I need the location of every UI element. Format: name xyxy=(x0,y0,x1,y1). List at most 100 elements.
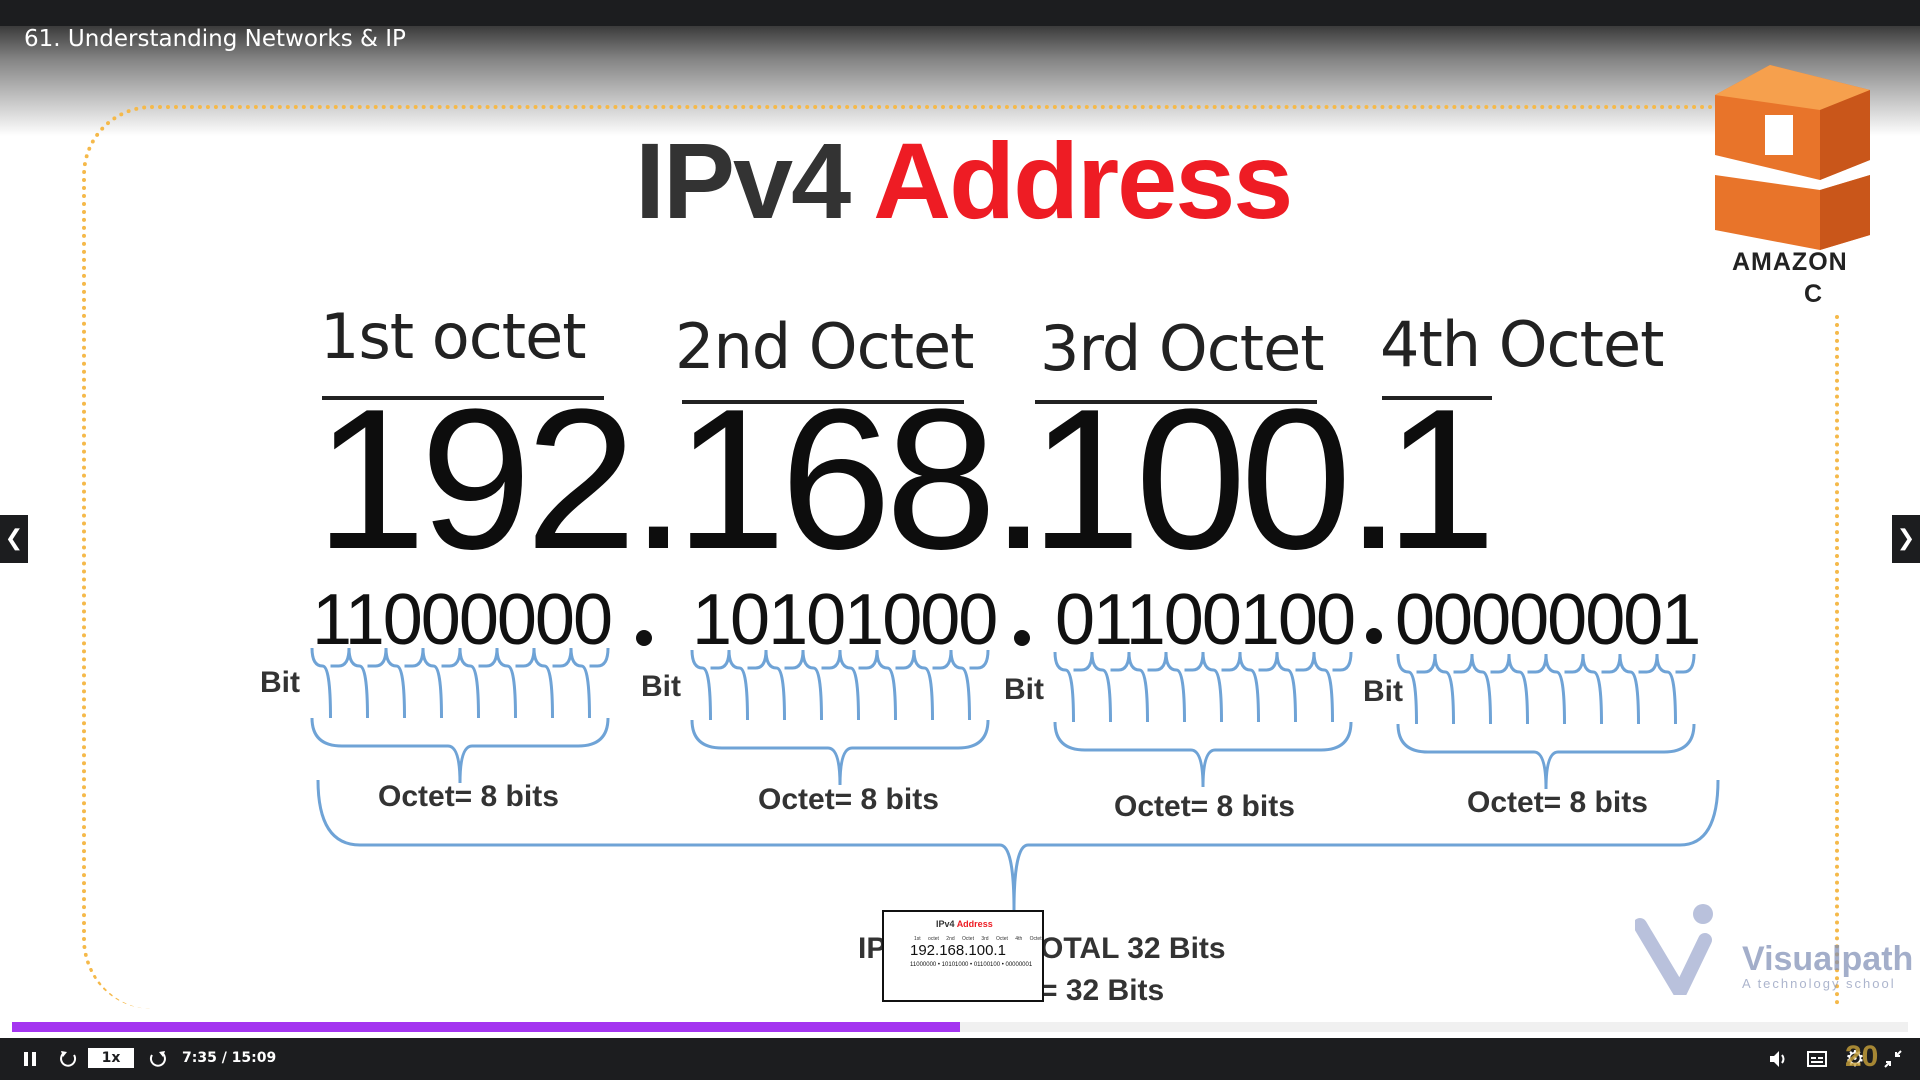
bit-brace xyxy=(532,647,573,719)
volume-button[interactable] xyxy=(1762,1038,1796,1080)
pause-button[interactable] xyxy=(14,1038,46,1080)
bit-brace xyxy=(1433,653,1474,725)
bit-brace xyxy=(1090,651,1131,723)
bit-brace xyxy=(1470,653,1511,725)
thumbnail-octets: 1st octet 2nd Octet 3rd Octet 4th Octet xyxy=(914,936,1042,942)
octet-label-2: 2nd Octet xyxy=(675,310,974,383)
bit-brace xyxy=(1396,653,1437,725)
seek-thumbnail-preview: IPv4 Address 1st octet 2nd Octet 3rd Oct… xyxy=(882,910,1044,1002)
total-label-right: OTAL 32 Bits xyxy=(1040,932,1226,965)
binary-octet-3: 01100100 xyxy=(1055,580,1356,660)
bit-brace xyxy=(838,649,879,721)
bit-label-4: Bit xyxy=(1363,675,1403,708)
thumbnail-title: IPv4 Address xyxy=(936,919,993,929)
bit-brace xyxy=(1544,653,1585,725)
bit-brace xyxy=(764,649,805,721)
bit-brace xyxy=(1655,653,1696,725)
corner-watermark-number: 20 xyxy=(1845,1040,1879,1073)
bit-label-3: Bit xyxy=(1004,673,1044,706)
bit-brace xyxy=(690,649,731,721)
octet-label-1: 1st octet xyxy=(320,300,587,373)
bit-brace xyxy=(949,649,990,721)
binary-separator xyxy=(636,630,652,646)
octet-brace xyxy=(1396,723,1696,790)
octet-brace xyxy=(690,719,990,786)
octet-underline-2 xyxy=(682,400,964,404)
bit-brace xyxy=(1127,651,1168,723)
visualpath-logo-icon xyxy=(1635,904,1713,995)
bit-brace xyxy=(1507,653,1548,725)
playback-rate-button[interactable]: 1x xyxy=(88,1048,134,1068)
title-overlay xyxy=(0,26,1920,136)
forward-icon xyxy=(149,1051,166,1067)
octet-underline-4 xyxy=(1382,396,1492,400)
chevron-left-icon: ❮ xyxy=(4,526,24,551)
binary-octet-2: 10101000 xyxy=(692,580,998,660)
player-controls: 1x 7:35 / 15:09 ⚙ xyxy=(0,1038,1920,1080)
pause-icon xyxy=(24,1052,36,1066)
settings-button[interactable]: ⚙ xyxy=(1838,1038,1872,1080)
thumbnail-title-ipv4: IPv4 xyxy=(936,919,955,929)
bit-brace xyxy=(1201,651,1242,723)
bit-brace xyxy=(495,647,536,719)
bit-brace xyxy=(912,649,953,721)
aws-brand-text: AMAZON xyxy=(1732,248,1848,276)
watermark-name: Visualpath xyxy=(1742,940,1914,978)
previous-lecture-button[interactable]: ❮ xyxy=(0,515,28,563)
slide-border-right xyxy=(1835,315,1839,1005)
volume-icon xyxy=(1770,1051,1785,1067)
octet-size-label-3: Octet= 8 bits xyxy=(1114,790,1295,823)
binary-separator xyxy=(1366,628,1382,644)
rewind-icon xyxy=(60,1051,77,1067)
octet-label-3: 3rd Octet xyxy=(1040,312,1325,385)
captions-icon xyxy=(1807,1051,1827,1067)
octet-brace xyxy=(310,717,610,784)
thumbnail-title-address: Address xyxy=(956,919,993,929)
slide-title-ipv4: IPv4 xyxy=(635,120,851,241)
aws-brand-text-2: C xyxy=(1804,280,1823,308)
gear-icon: ⚙ xyxy=(1845,1046,1865,1072)
thumbnail-binary: 11000000 • 10101000 • 01100100 • 0000000… xyxy=(910,962,1033,968)
octet-size-label-1: Octet= 8 bits xyxy=(378,780,559,813)
bit-brace xyxy=(458,647,499,719)
captions-button[interactable] xyxy=(1800,1038,1834,1080)
thumbnail-ip: 192.168.100.1 xyxy=(910,942,1006,959)
ip-part-3: 100. xyxy=(1030,368,1401,591)
bit-label-1: Bit xyxy=(260,666,300,699)
octet-size-label-4: Octet= 8 bits xyxy=(1467,786,1648,819)
binary-separator xyxy=(1014,630,1030,646)
octet-underline-3 xyxy=(1035,400,1317,404)
bit-label-2: Bit xyxy=(641,670,681,703)
video-title: 61. Understanding Networks & IP xyxy=(24,26,406,52)
bit-brace xyxy=(421,647,462,719)
top-bar xyxy=(0,0,1920,26)
bit-brace xyxy=(1618,653,1659,725)
rewind-button[interactable] xyxy=(52,1038,84,1080)
bit-brace xyxy=(1238,651,1279,723)
aws-logo-icon xyxy=(1715,65,1870,250)
bit-brace xyxy=(347,647,388,719)
slide-border xyxy=(82,105,1846,1009)
progress-fill xyxy=(12,1022,960,1032)
forward-button[interactable] xyxy=(142,1038,174,1080)
time-display: 7:35 / 15:09 xyxy=(182,1050,277,1066)
exit-fullscreen-button[interactable] xyxy=(1876,1038,1910,1080)
bit-brace xyxy=(1053,651,1094,723)
bit-brace xyxy=(569,647,610,719)
total-label-left: IP xyxy=(858,932,887,965)
chevron-right-icon: ❯ xyxy=(1896,526,1916,551)
binary-octet-4: 00000001 xyxy=(1395,580,1701,660)
bit-brace xyxy=(875,649,916,721)
octet-size-label-2: Octet= 8 bits xyxy=(758,783,939,816)
progress-bar[interactable] xyxy=(12,1022,1908,1032)
slide-title-address: Address xyxy=(873,120,1293,241)
binary-octet-1: 11000000 xyxy=(312,580,613,660)
bit-brace xyxy=(1164,651,1205,723)
total-label-line2: = 32 Bits xyxy=(1040,974,1165,1007)
watermark-tagline: A technology school xyxy=(1742,976,1896,991)
next-lecture-button[interactable]: ❯ xyxy=(1892,515,1920,563)
bit-brace xyxy=(1312,651,1353,723)
bit-brace xyxy=(1275,651,1316,723)
ip-part-1: 192. xyxy=(315,368,686,591)
octet-label-4: 4th Octet xyxy=(1380,308,1664,381)
